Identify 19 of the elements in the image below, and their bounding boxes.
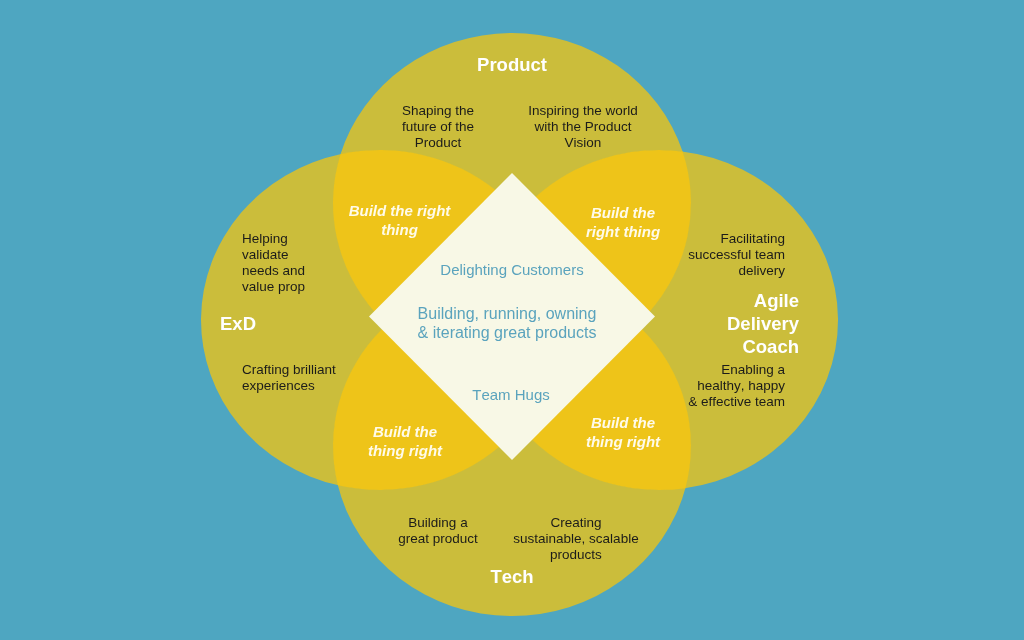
center-text: Building, running, owning & iterating great products: [416, 303, 598, 342]
description-text: Enabling a healthy, happy & effective team: [687, 362, 785, 410]
center-text: Delighting Customers: [439, 261, 585, 279]
circle-title: Agile Delivery Coach: [726, 288, 799, 358]
center-text: Team Hugs: [471, 386, 551, 404]
circle-title: Product: [476, 53, 548, 76]
overlap-label: Build the thing right: [584, 412, 662, 451]
description-text: Creating sustainable, scalable products: [512, 515, 640, 563]
overlap-label: Build the thing right: [366, 421, 444, 460]
description-text: Facilitating successful team delivery: [687, 231, 785, 279]
overlap-label: Build the right thing: [584, 202, 662, 241]
overlap-label: Build the right thing: [347, 201, 452, 239]
description-text: Crafting brilliant experiences: [242, 362, 337, 394]
circle-title: Tech: [489, 565, 535, 588]
description-text: Shaping the future of the Product: [400, 103, 476, 151]
circle-title: ExD: [220, 312, 257, 335]
description-text: Helping validate needs and value prop: [242, 231, 307, 295]
description-text: Inspiring the world with the Product Vision: [527, 103, 639, 151]
description-text: Building a great product: [397, 515, 479, 547]
